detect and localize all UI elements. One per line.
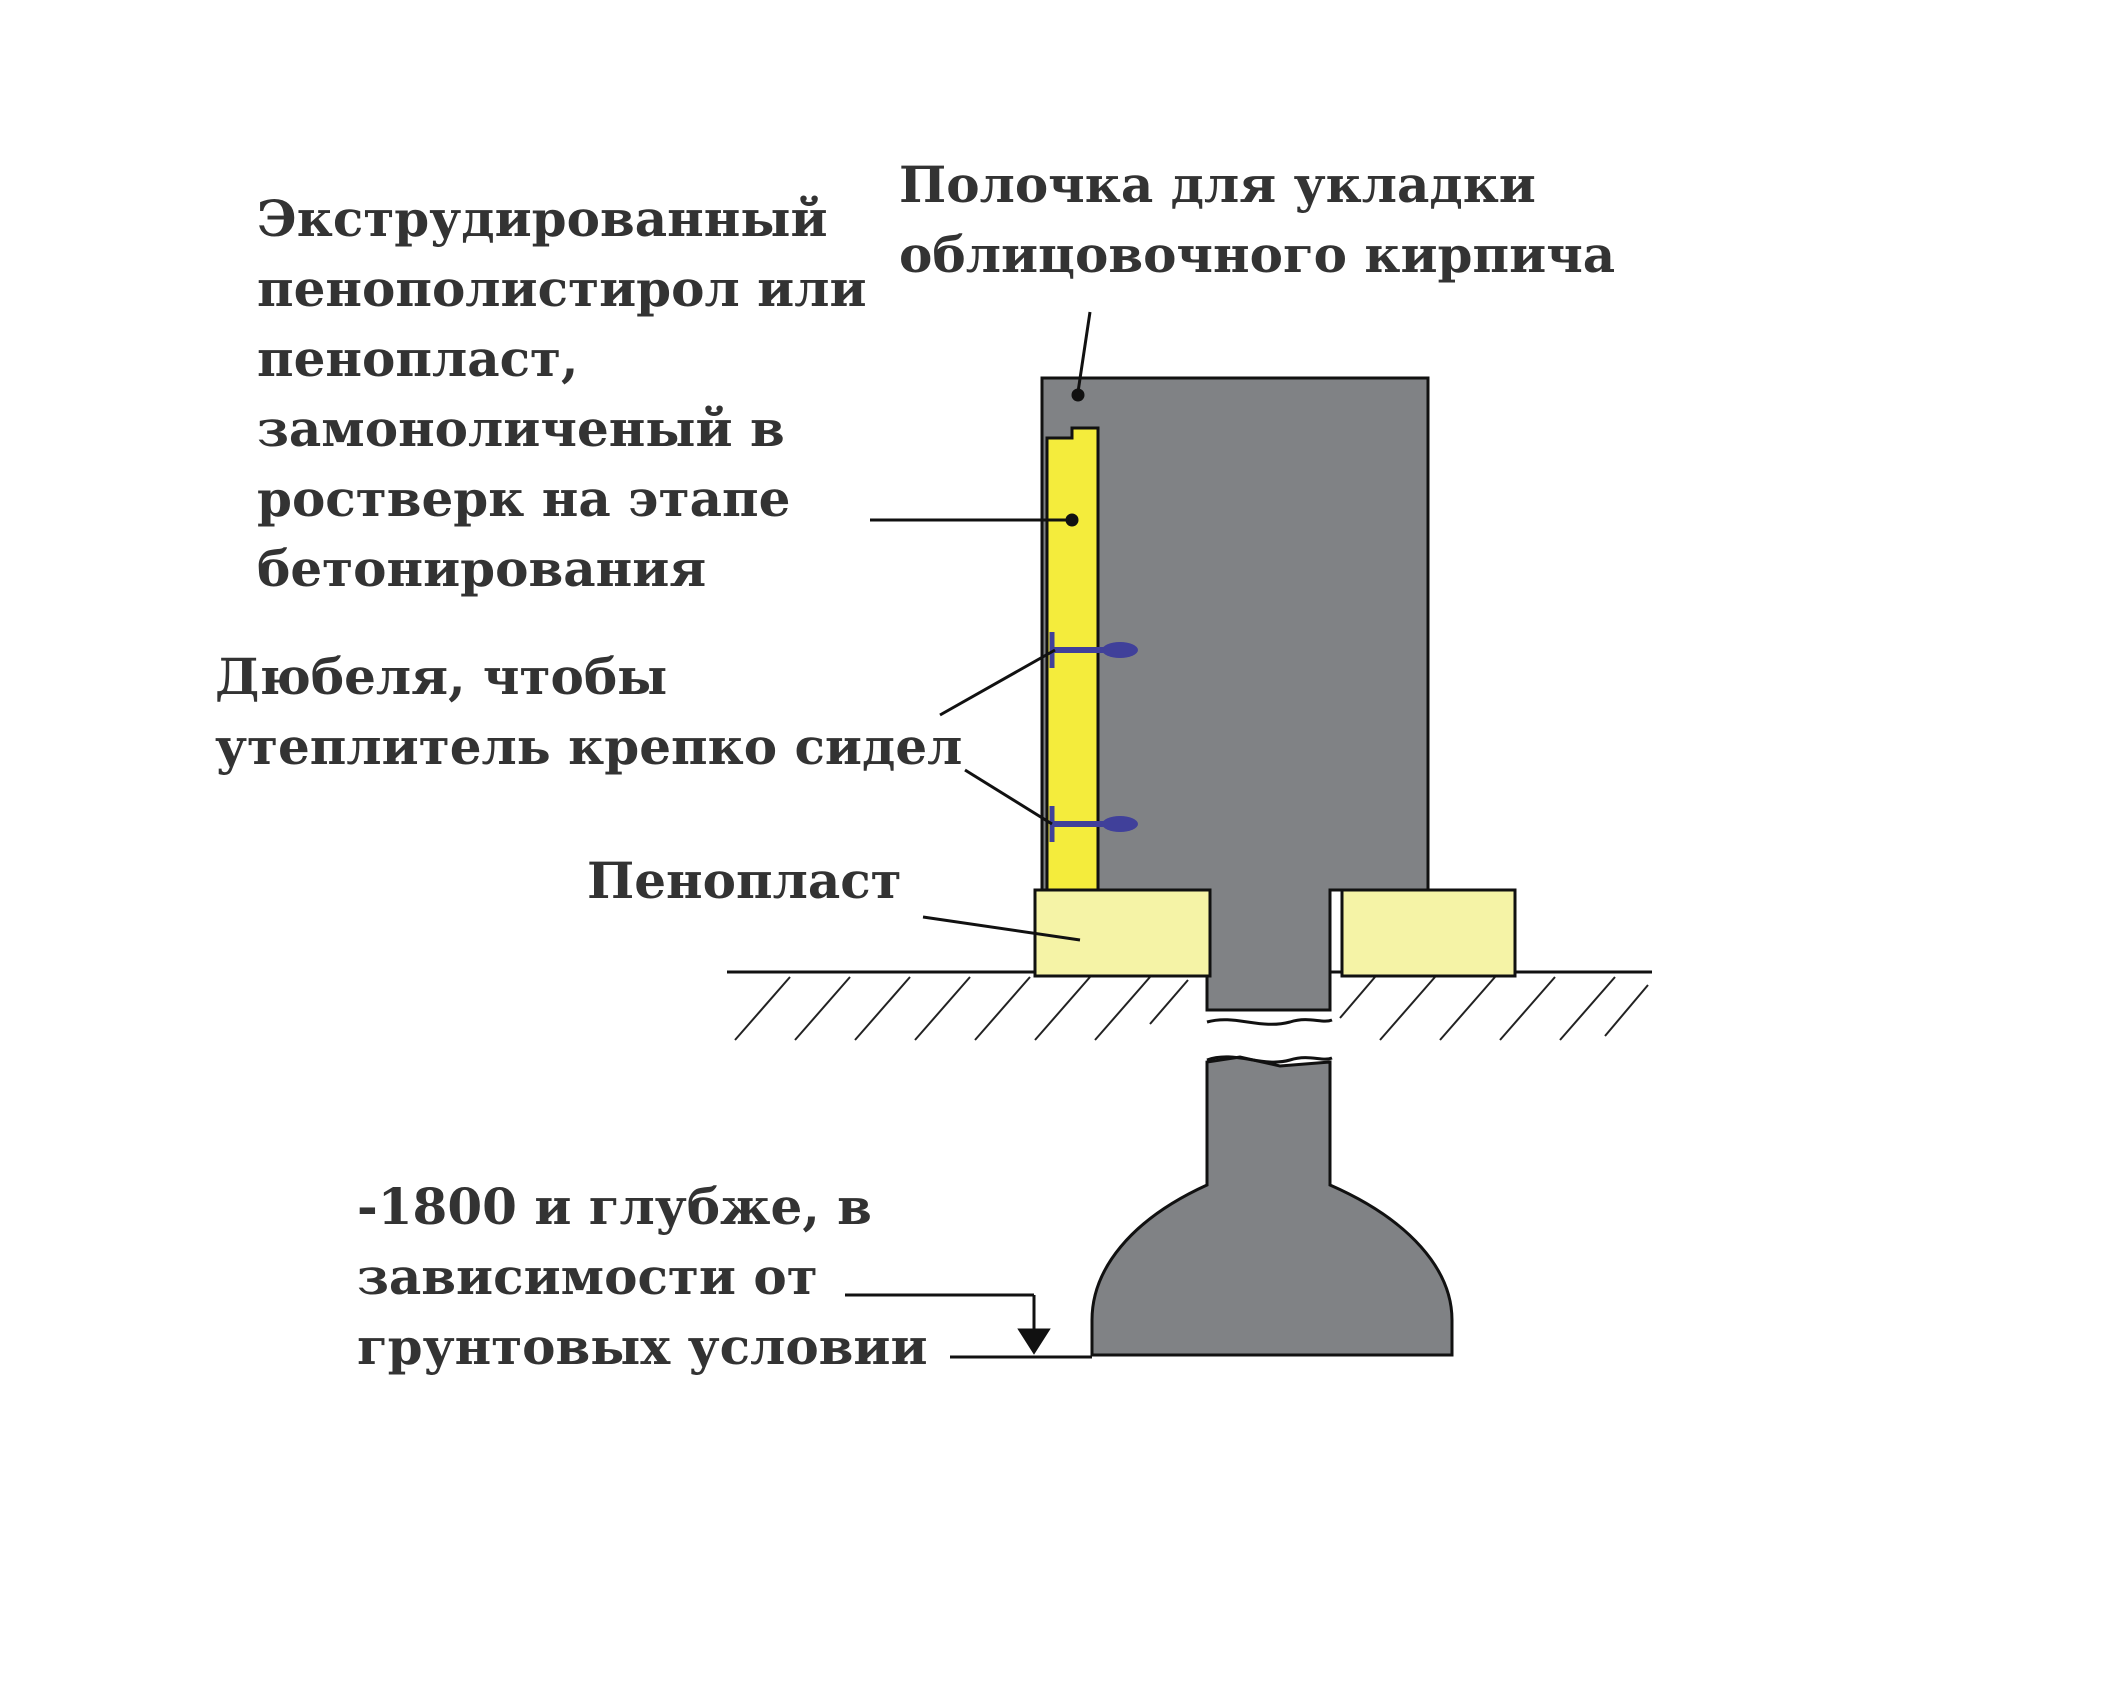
foam-board-left xyxy=(1033,888,1212,978)
label-dowels-line-1: Дюбеля, чтобы xyxy=(215,647,668,706)
label-shelf: Полочка для укладки облицовочного кирпич… xyxy=(899,150,1615,290)
label-xps-line-6: бетонирования xyxy=(257,539,707,598)
depth-arrow-head xyxy=(1017,1328,1051,1355)
label-depth-line-2: зависимости от xyxy=(357,1247,818,1306)
label-dowels: Дюбеля, чтобы утеплитель крепко сидел xyxy=(215,642,962,782)
label-xps-insulation: Экструдированный пенополистирол или пено… xyxy=(257,184,867,604)
leader-shelf-dot xyxy=(1071,388,1085,402)
label-depth-line-3: грунтовых условии xyxy=(357,1317,928,1376)
dowel-lower xyxy=(1049,806,1138,842)
label-depth: -1800 и глубже, в зависимости от грунтов… xyxy=(357,1172,928,1382)
leader-xps-dot xyxy=(1065,513,1079,527)
label-xps-line-4: замоноличеный в xyxy=(257,399,785,458)
label-xps-line-1: Экструдированный xyxy=(257,189,828,248)
leader-dowel-upper xyxy=(939,648,1056,717)
leader-shelf xyxy=(1076,311,1092,393)
label-shelf-line-2: облицовочного кирпича xyxy=(899,225,1616,284)
foam-board-right xyxy=(1340,888,1517,978)
pile-break-line-bottom xyxy=(1206,1055,1333,1064)
label-dowels-line-2: утеплитель крепко сидел xyxy=(215,717,963,776)
label-xps-line-2: пенополистирол или xyxy=(257,259,867,318)
vertical-insulation-board xyxy=(1045,426,1100,892)
label-depth-line-1: -1800 и глубже, в xyxy=(357,1177,872,1236)
soil-hatching-left xyxy=(734,976,1189,1041)
leader-lines xyxy=(845,311,1092,1359)
label-shelf-line-1: Полочка для укладки xyxy=(899,155,1536,214)
label-xps-line-5: ростверк на этапе xyxy=(257,469,791,528)
leader-foam xyxy=(922,915,1081,942)
pile-break-line-top xyxy=(1206,1018,1333,1026)
label-xps-line-3: пенопласт, xyxy=(257,329,579,388)
leader-dowel-lower xyxy=(964,768,1053,826)
label-foam: Пенопласт xyxy=(587,846,902,916)
label-foam-line-1: Пенопласт xyxy=(587,851,902,910)
soil-hatching-right xyxy=(1339,976,1649,1041)
pile-concrete xyxy=(1090,1055,1454,1357)
